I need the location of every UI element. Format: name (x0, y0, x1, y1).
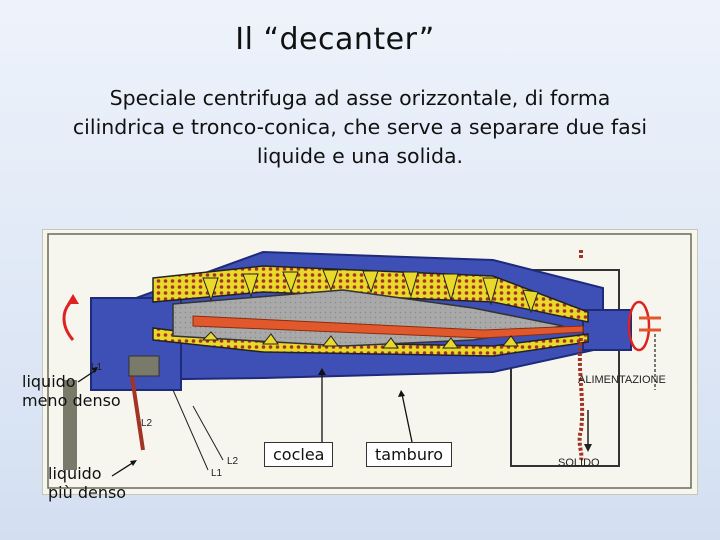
l1-bottom-label: L1 (211, 468, 223, 479)
inlet-rotation-arrow (64, 300, 73, 340)
solido-label: SOLIDO (558, 457, 600, 469)
label-liquido-piu-denso: liquido più denso (48, 464, 126, 502)
outlet-shaft-blue (583, 310, 631, 350)
subtitle-line-3: liquide e una solida. (30, 142, 690, 171)
outlet-block (129, 356, 159, 376)
slide-subtitle: Speciale centrifuga ad asse orizzontale,… (30, 84, 690, 171)
subtitle-line-2: cilindrica e tronco-conica, che serve a … (30, 113, 690, 142)
l2-bottom-label: L2 (227, 456, 239, 467)
label-tamburo: tamburo (366, 442, 452, 467)
l2-left-label: L2 (141, 418, 153, 429)
label-coclea: coclea (264, 442, 333, 467)
slide-title: Il “decanter” (0, 22, 670, 57)
alimentazione-label: ALIMENTAZIONE (578, 374, 666, 386)
subtitle-line-1: Speciale centrifuga ad asse orizzontale,… (30, 84, 690, 113)
label-liquido-meno-denso: liquido meno denso (22, 372, 121, 410)
